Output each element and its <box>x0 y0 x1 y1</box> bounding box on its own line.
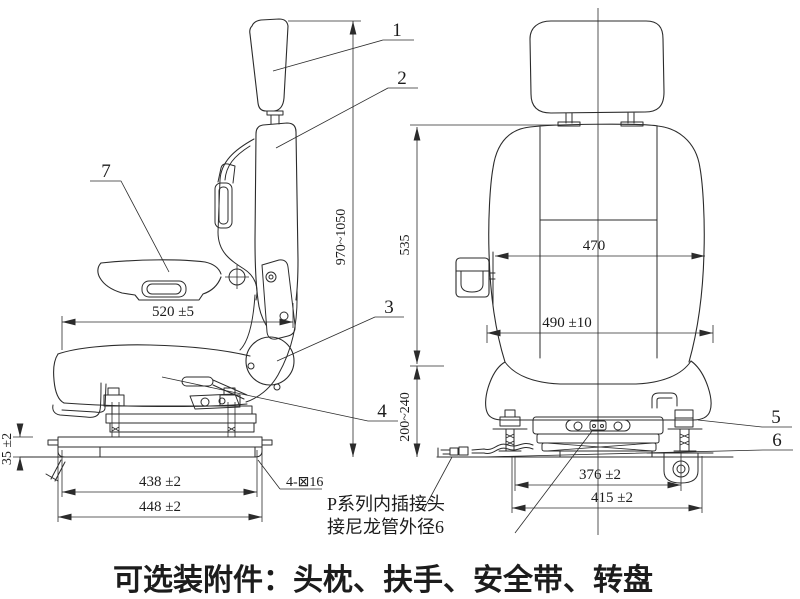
callout-height-adjuster: 6 <box>772 430 782 451</box>
connector-note-line2: 接尼龙管外径6 <box>327 517 444 537</box>
side-anchor-pin <box>45 459 66 482</box>
front-view: 470 490 ±10 535 200~240 376 ±2 415 ±2 5 … <box>398 8 793 535</box>
side-backrest-handle <box>214 163 236 229</box>
dim-rail-span-inner: 438 ±2 <box>139 474 181 490</box>
front-headrest <box>529 20 665 127</box>
front-tilt-handle <box>651 392 678 409</box>
callout-headrest: 1 <box>392 20 402 41</box>
front-bolt-right <box>667 409 703 452</box>
front-callouts: 5 6 <box>481 407 793 458</box>
dim-suspension-height: 200~240 <box>398 392 413 442</box>
front-bolt-left <box>492 409 528 452</box>
side-recliner <box>225 259 296 391</box>
dim-overall-height: 970~1050 <box>334 209 349 266</box>
front-armrest-folded <box>455 251 496 307</box>
dim-backrest-height: 535 <box>398 235 413 256</box>
connector-note-line1: P系列内插接头 <box>327 494 445 514</box>
side-front-hook <box>52 382 107 418</box>
front-dimensions: 470 490 ±10 535 200~240 376 ±2 415 ±2 <box>398 124 714 513</box>
callout-recliner: 3 <box>384 297 394 318</box>
side-headrest <box>249 18 289 125</box>
dim-rail-span-outer: 448 ±2 <box>139 499 181 515</box>
side-backrest <box>214 122 299 403</box>
side-armrest <box>97 259 222 301</box>
callout-slide-lever: 4 <box>377 401 387 422</box>
side-pivot-crosshair <box>225 265 249 289</box>
callout-armrest: 7 <box>101 161 111 182</box>
dim-cushion-width: 490 ±10 <box>542 315 591 331</box>
side-view: 520 ±5 438 ±2 448 ±2 35 ±2 970~1050 1 2 … <box>0 18 418 522</box>
dim-rail-height: 35 ±2 <box>0 433 15 465</box>
mounting-hole-label: 4-⊠16 <box>286 475 323 490</box>
front-backrest <box>488 123 705 363</box>
callout-suspension-nut: 5 <box>771 407 781 428</box>
side-dimensions: 520 ±5 438 ±2 448 ±2 35 ±2 970~1050 <box>0 20 361 522</box>
front-air-hose <box>437 442 534 457</box>
dim-base-span-outer: 415 ±2 <box>591 490 633 506</box>
drawing-caption: 可选装附件：头枕、扶手、安全带、转盘 <box>113 563 653 597</box>
connector-note: P系列内插接头 接尼龙管外径6 <box>327 430 593 537</box>
side-callouts: 1 2 7 3 4 4-⊠16 <box>90 20 418 490</box>
callout-backrest: 2 <box>397 68 407 89</box>
dim-cushion-depth: 520 ±5 <box>152 304 194 320</box>
dim-backrest-width: 470 <box>583 238 606 254</box>
dim-base-span-inner: 376 ±2 <box>579 467 621 483</box>
